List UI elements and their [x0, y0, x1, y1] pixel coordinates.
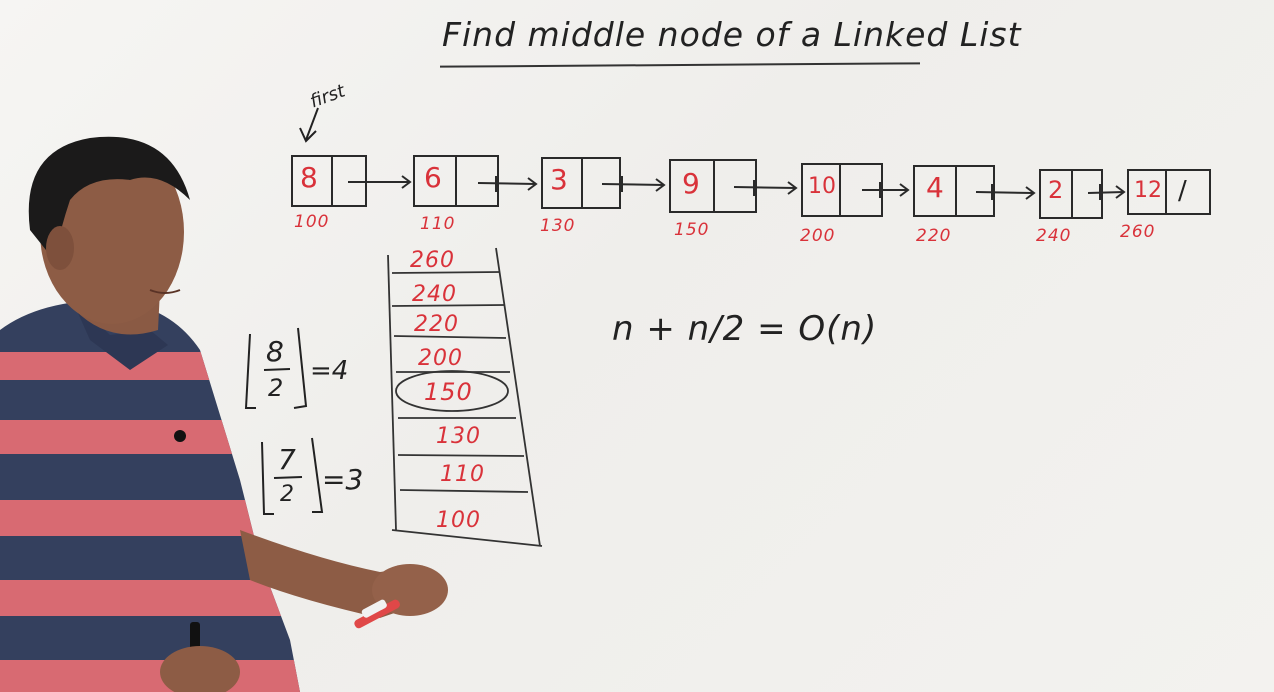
stack-cell-1: 240 — [412, 282, 457, 307]
floor-even-result: =4 — [310, 356, 349, 386]
floor-even-denominator: 2 — [268, 374, 284, 402]
complexity-formula: n + n/2 = O(n) — [612, 309, 878, 349]
node-value-4: 10 — [808, 174, 836, 199]
stack-cell-7: 100 — [436, 508, 481, 533]
floor-odd-denominator: 2 — [280, 482, 294, 507]
stack-cell-6: 110 — [440, 462, 485, 487]
presenter — [0, 136, 448, 692]
stack-cell-0: 260 — [410, 248, 455, 273]
node-address-0: 100 — [294, 212, 330, 232]
node-address-4: 200 — [800, 226, 836, 246]
floor-even-numerator: 8 — [266, 335, 284, 368]
stack-cell-2: 220 — [414, 312, 459, 337]
board-title: Find middle node of a Linked List — [442, 15, 1022, 54]
node-value-2: 3 — [550, 163, 568, 196]
node-address-2: 130 — [540, 216, 576, 236]
node-address-5: 220 — [916, 226, 952, 246]
node-address-7: 260 — [1120, 222, 1156, 242]
stack-cell-4: 150 — [424, 378, 473, 406]
stack-cell-3: 200 — [418, 346, 463, 371]
node-null-pointer: / — [1178, 176, 1187, 206]
node-value-3: 9 — [682, 167, 700, 200]
floor-odd-result: =3 — [322, 463, 364, 496]
floor-odd-numerator: 7 — [278, 443, 296, 476]
node-address-6: 240 — [1036, 226, 1072, 246]
node-address-3: 150 — [674, 220, 710, 240]
node-value-5: 4 — [926, 171, 944, 204]
node-value-0: 8 — [300, 161, 318, 194]
node-value-7: 12 — [1134, 178, 1162, 203]
node-value-1: 6 — [424, 161, 442, 194]
stack-cell-5: 130 — [436, 424, 481, 449]
node-value-6: 2 — [1048, 176, 1064, 204]
node-address-1: 110 — [420, 214, 456, 234]
